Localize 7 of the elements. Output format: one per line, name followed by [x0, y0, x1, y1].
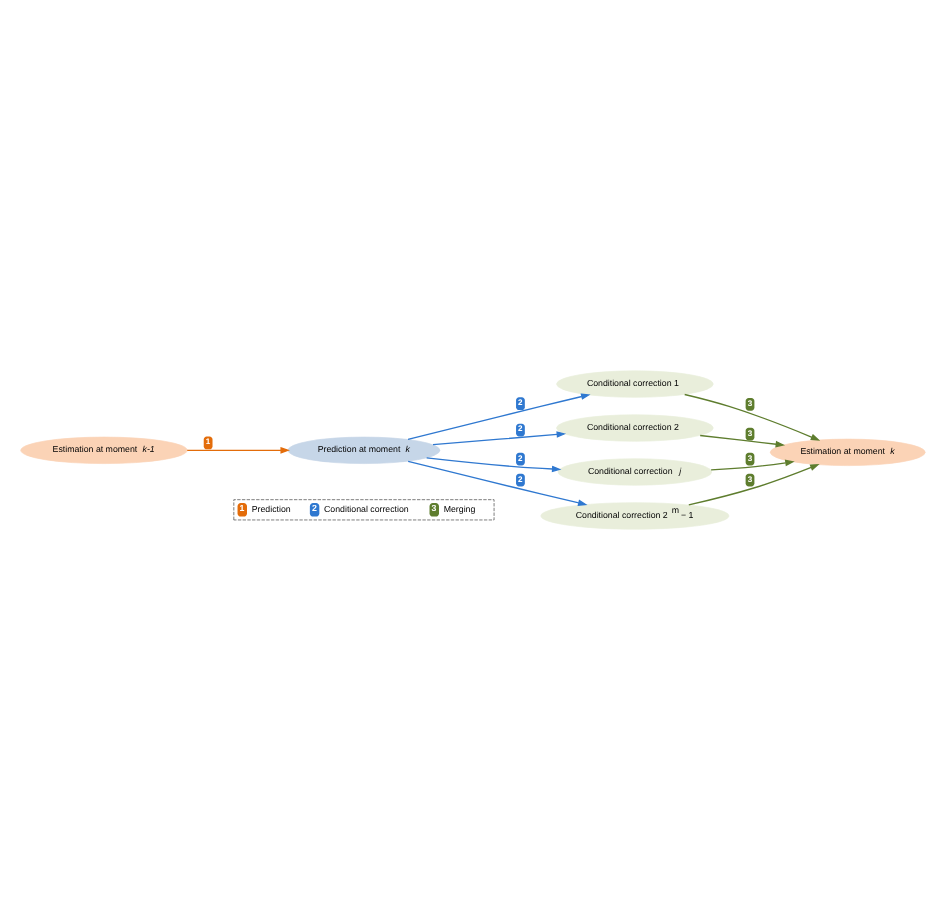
- arrow: [407, 459, 588, 505]
- arrow: [710, 458, 795, 470]
- arrow: [699, 433, 786, 447]
- arrow: [688, 463, 820, 505]
- arrow: [432, 430, 567, 445]
- arrow: [425, 456, 562, 472]
- arrow: [186, 446, 290, 453]
